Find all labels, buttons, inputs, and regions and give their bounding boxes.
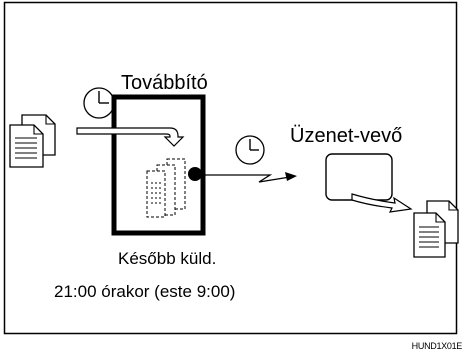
clock-icon xyxy=(235,135,265,165)
sender-label: Továbbító xyxy=(121,72,208,94)
receiver-label: Üzenet-vevő xyxy=(290,125,403,147)
time-caption: 21:00 órakor (este 9:00) xyxy=(54,282,236,301)
received-document-icon xyxy=(413,200,459,258)
dot-icon xyxy=(188,167,202,181)
outer-frame xyxy=(3,1,458,335)
source-document-icon xyxy=(9,114,56,168)
transmission-arrowhead xyxy=(285,172,297,181)
receiver-device xyxy=(325,153,393,201)
incoming-arrow xyxy=(76,127,185,147)
transmission-line xyxy=(202,174,291,183)
clock-icon xyxy=(83,87,115,119)
output-arrow xyxy=(351,193,413,213)
send-later-caption: Később küld. xyxy=(118,249,217,268)
image-code-label: HUND1X01E xyxy=(411,341,463,351)
stored-documents-icon xyxy=(146,158,186,218)
